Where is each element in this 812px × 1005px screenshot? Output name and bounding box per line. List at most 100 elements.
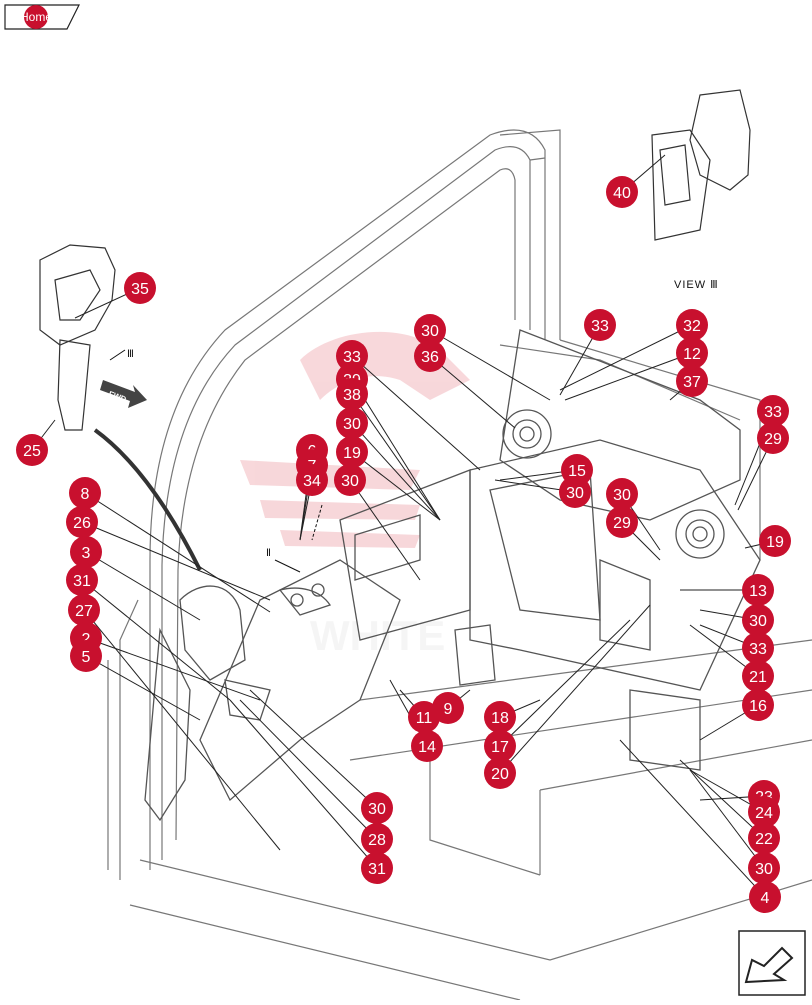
callout-circle bbox=[296, 464, 328, 496]
callout-18[interactable]: 18 bbox=[484, 701, 516, 733]
callout-30[interactable]: 30 bbox=[361, 792, 393, 824]
callout-circle bbox=[334, 464, 366, 496]
callout-33[interactable]: 33 bbox=[742, 632, 774, 664]
callout-label: 33 bbox=[591, 318, 609, 335]
callout-30[interactable]: 30 bbox=[334, 464, 366, 496]
callout-circle bbox=[606, 506, 638, 538]
callout-34[interactable]: 34 bbox=[296, 464, 328, 496]
svg-text:Ⅲ: Ⅲ bbox=[127, 349, 134, 360]
callout-12[interactable]: 12 bbox=[676, 337, 708, 369]
leader-line bbox=[564, 352, 693, 401]
callout-9[interactable]: 9 bbox=[432, 692, 464, 724]
callout-27[interactable]: 27 bbox=[68, 594, 100, 626]
leader-line bbox=[83, 609, 281, 851]
callout-40[interactable]: 40 bbox=[606, 176, 638, 208]
leader-line bbox=[229, 699, 378, 869]
callout-label: 25 bbox=[23, 443, 41, 460]
leader-line bbox=[84, 492, 271, 613]
svg-text:Ⅱ: Ⅱ bbox=[266, 548, 271, 559]
callout-label: 40 bbox=[613, 185, 631, 202]
callout-label: 29 bbox=[764, 431, 782, 448]
callout-circle bbox=[742, 689, 774, 721]
callout-26[interactable]: 26 bbox=[66, 506, 98, 538]
leader-line bbox=[351, 378, 441, 521]
callout-36[interactable]: 36 bbox=[414, 340, 446, 372]
callout-17[interactable]: 17 bbox=[484, 730, 516, 762]
callout-30[interactable]: 30 bbox=[748, 852, 780, 884]
callout-25[interactable]: 25 bbox=[16, 434, 48, 466]
callout-label: 30 bbox=[566, 485, 584, 502]
callout-circle bbox=[748, 852, 780, 884]
callout-30[interactable]: 30 bbox=[606, 478, 638, 510]
view-marker: Ⅲ bbox=[109, 349, 134, 361]
callout-circle bbox=[749, 881, 781, 913]
callout-label: 27 bbox=[75, 603, 93, 620]
callout-38[interactable]: 38 bbox=[336, 378, 368, 410]
callout-14[interactable]: 14 bbox=[411, 730, 443, 762]
home-callout bbox=[24, 5, 48, 29]
callout-label: 5 bbox=[82, 649, 91, 666]
callout-30[interactable]: 30 bbox=[742, 604, 774, 636]
home-tab[interactable]: Home bbox=[4, 4, 80, 30]
callout-16[interactable]: 16 bbox=[742, 689, 774, 721]
callout-35[interactable]: 35 bbox=[124, 272, 156, 304]
callout-30[interactable]: 30 bbox=[559, 476, 591, 508]
callout-label: 13 bbox=[749, 583, 767, 600]
callout-4[interactable]: 4 bbox=[749, 881, 781, 913]
callout-30[interactable]: 30 bbox=[414, 314, 446, 346]
callout-5[interactable]: 5 bbox=[70, 640, 102, 672]
callout-37[interactable]: 37 bbox=[676, 365, 708, 397]
callout-28[interactable]: 28 bbox=[361, 823, 393, 855]
callout-3[interactable]: 3 bbox=[70, 536, 102, 568]
callout-label: 2 bbox=[82, 631, 91, 648]
callout-label: 4 bbox=[761, 890, 770, 907]
callout-label: 33 bbox=[749, 641, 767, 658]
callout-8[interactable]: 8 bbox=[69, 477, 101, 509]
callout-33[interactable]: 33 bbox=[336, 340, 368, 372]
callout-32[interactable]: 32 bbox=[676, 309, 708, 341]
callout-label: 9 bbox=[444, 701, 453, 718]
callout-circle bbox=[414, 340, 446, 372]
callout-21[interactable]: 21 bbox=[742, 660, 774, 692]
callout-29[interactable]: 29 bbox=[757, 422, 789, 454]
callout-label: 36 bbox=[421, 349, 439, 366]
callout-label: 8 bbox=[81, 486, 90, 503]
callout-circle bbox=[676, 337, 708, 369]
callout-24[interactable]: 24 bbox=[748, 796, 780, 828]
callout-label: 34 bbox=[303, 473, 321, 490]
callout-label: 31 bbox=[73, 573, 91, 590]
callout-circle bbox=[584, 309, 616, 341]
callout-label: 30 bbox=[749, 613, 767, 630]
callout-13[interactable]: 13 bbox=[742, 574, 774, 606]
callout-label: 3 bbox=[82, 545, 91, 562]
callout-circle bbox=[66, 564, 98, 596]
callout-19[interactable]: 19 bbox=[759, 525, 791, 557]
leader-line bbox=[351, 393, 441, 521]
callout-20[interactable]: 20 bbox=[484, 757, 516, 789]
callout-33[interactable]: 33 bbox=[757, 395, 789, 427]
home-label: Home bbox=[20, 10, 52, 24]
leader-line bbox=[619, 739, 766, 898]
callout-29[interactable]: 29 bbox=[606, 506, 638, 538]
callout-33[interactable]: 33 bbox=[584, 309, 616, 341]
leader-line bbox=[351, 422, 441, 521]
callout-label: 32 bbox=[683, 318, 701, 335]
callout-circle bbox=[606, 176, 638, 208]
leader-line bbox=[499, 604, 651, 774]
leader-line bbox=[559, 324, 693, 391]
callout-30[interactable]: 30 bbox=[336, 407, 368, 439]
callout-11[interactable]: 11 bbox=[408, 701, 440, 733]
leader-line bbox=[85, 637, 261, 701]
leader-line bbox=[351, 355, 481, 471]
callout-label: 30 bbox=[613, 487, 631, 504]
next-page-button[interactable] bbox=[738, 930, 806, 996]
callout-19[interactable]: 19 bbox=[336, 436, 368, 468]
callout-31[interactable]: 31 bbox=[66, 564, 98, 596]
callout-31[interactable]: 31 bbox=[361, 852, 393, 884]
callout-circle bbox=[70, 640, 102, 672]
callout-circle bbox=[742, 574, 774, 606]
callout-22[interactable]: 22 bbox=[748, 822, 780, 854]
callout-label: 33 bbox=[764, 404, 782, 421]
callout-circle bbox=[484, 757, 516, 789]
